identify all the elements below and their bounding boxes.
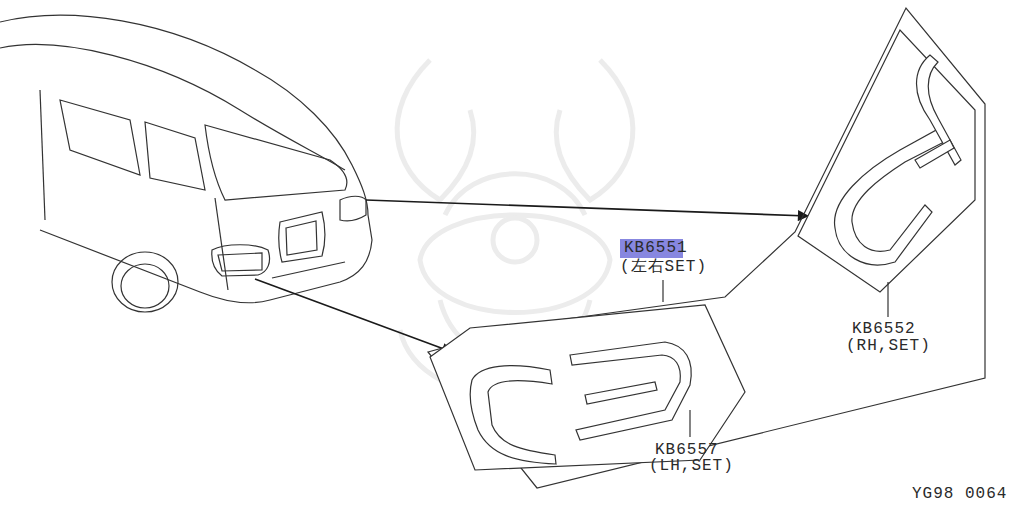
car-illustration	[0, 15, 372, 312]
part-number: KB6552	[852, 321, 916, 338]
pointer-arrow	[255, 279, 452, 352]
rh-trim-part	[798, 30, 975, 292]
label-holder: KB6552	[852, 321, 916, 338]
set-note: (LH,SET)	[649, 458, 734, 475]
figure-code: YG98 0064	[912, 486, 1007, 503]
part-number: KB6551	[624, 240, 688, 257]
label-holder: (左右SET)	[620, 259, 707, 276]
set-outline	[428, 8, 985, 488]
set-note: (RH,SET)	[846, 338, 931, 355]
pointer-arrow	[366, 200, 808, 216]
lh-trim-part	[430, 305, 745, 470]
label-holder: KB6551	[624, 240, 688, 257]
leader-line	[663, 280, 888, 437]
set-note: (左右SET)	[620, 259, 707, 276]
label-holder: YG98 0064	[912, 486, 1007, 503]
label-holder: (LH,SET)	[649, 458, 734, 475]
label-holder: (RH,SET)	[846, 338, 931, 355]
label-holder: KB6557	[655, 442, 719, 459]
part-number: KB6557	[655, 442, 719, 459]
